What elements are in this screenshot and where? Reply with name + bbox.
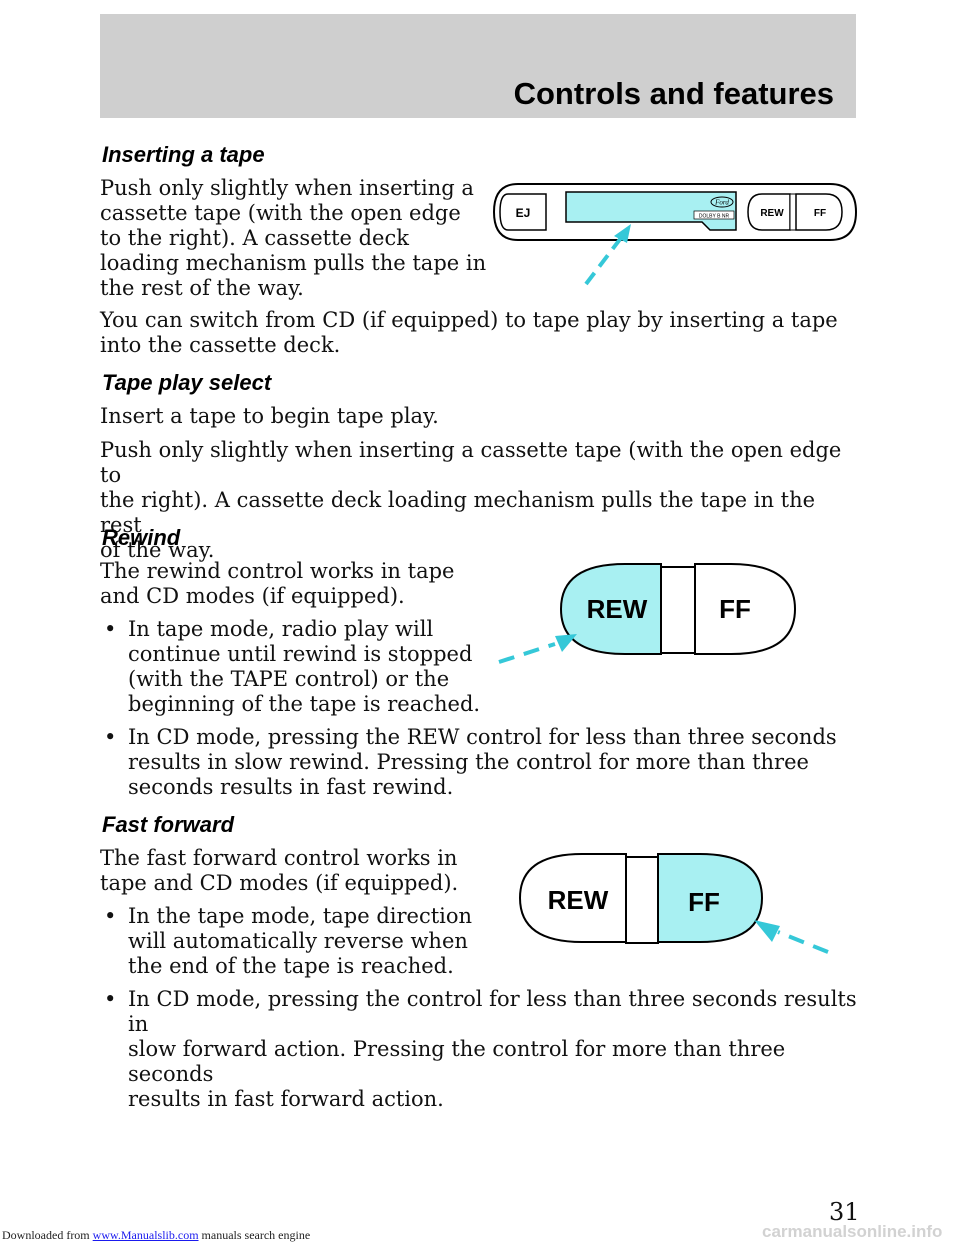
footer-prefix: Downloaded from — [2, 1228, 93, 1242]
text-line: the right). A cassette deck loading mech… — [100, 488, 816, 537]
rew-label: REW — [587, 594, 648, 624]
fast-forward-paragraph-1: The fast forward control works in tape a… — [100, 846, 480, 896]
text-line: loading mechanism pulls the tape in — [100, 251, 487, 275]
pointer-arrowhead — [754, 920, 780, 942]
text-line: results in fast forward action. — [128, 1087, 444, 1111]
text-line: the rest of the way. — [100, 276, 304, 300]
cassette-deck-figure: EJ Ford DOLBY B NR REW FF — [492, 183, 858, 286]
dolby-text: DOLBY B NR — [699, 214, 730, 220]
text-line: The fast forward control works in — [100, 846, 458, 870]
button-divider — [789, 193, 797, 231]
bullet-glyph: • — [104, 617, 117, 641]
download-footer: Downloaded from www.Manualslib.com manua… — [2, 1228, 310, 1243]
footer-suffix: manuals search engine — [198, 1228, 311, 1242]
text-line: In tape mode, radio play will — [128, 617, 434, 641]
text-line: of the way. — [100, 538, 215, 562]
text-line: continue until rewind is stopped — [128, 642, 473, 666]
pointer-arrowhead — [614, 224, 631, 243]
text-line: You can switch from CD (if equipped) to … — [100, 308, 838, 332]
heading-inserting-a-tape: Inserting a tape — [102, 142, 265, 167]
bullet-glyph: • — [104, 987, 117, 1011]
text-line: and CD modes (if equipped). — [100, 584, 405, 608]
ford-logo-text: Ford — [714, 199, 729, 207]
text-line: Push only slightly when inserting a — [100, 176, 474, 200]
heading-tape-play-select: Tape play select — [102, 370, 272, 395]
bullet-text: In tape mode, radio play will continue u… — [128, 617, 480, 717]
heading-rewind: Rewind — [102, 525, 181, 550]
ff-label: FF — [719, 594, 751, 624]
bullet-glyph: • — [104, 904, 117, 928]
rewind-control-figure: REW FF — [498, 563, 797, 664]
text-line: Push only slightly when inserting a cass… — [100, 438, 842, 487]
bullet-text: In the tape mode, tape direction will au… — [128, 904, 472, 979]
ff-button — [795, 193, 843, 231]
text-line: (with the TAPE control) or the — [128, 667, 450, 691]
rew-button — [747, 193, 791, 231]
text-line: slow forward action. Pressing the contro… — [128, 1037, 786, 1086]
text-line: In the tape mode, tape direction — [128, 904, 473, 928]
pointer-arrow-line — [584, 232, 626, 286]
pointer-arrowhead — [555, 634, 577, 652]
text-line: In CD mode, pressing the control for les… — [128, 987, 857, 1036]
pointer-arrow-line — [498, 642, 556, 664]
text-line: will automatically reverse when — [128, 929, 468, 953]
text-line: into the cassette deck. — [100, 333, 341, 357]
heading-fast-forward: Fast forward — [102, 812, 235, 837]
pointer-arrow-line — [777, 930, 829, 954]
button-divider — [625, 856, 659, 944]
button-divider — [660, 566, 696, 654]
inserting-paragraph-2: You can switch from CD (if equipped) to … — [100, 308, 860, 358]
text-line: to the right). A cassette deck — [100, 226, 409, 250]
fast-forward-control-figure: REW FF — [518, 853, 829, 954]
page-number: 31 — [829, 1198, 860, 1226]
ff-button — [657, 853, 764, 943]
tape-slot — [565, 191, 737, 231]
page-title: Controls and features — [513, 76, 834, 111]
rew-button — [559, 563, 662, 655]
inserting-paragraph-1: Push only slightly when inserting a cass… — [100, 176, 490, 301]
header-band: Controls and features — [100, 14, 856, 118]
dolby-badge — [693, 210, 735, 220]
bullet-text: In CD mode, pressing the control for les… — [128, 987, 864, 1112]
text-line: In CD mode, pressing the REW control for… — [128, 725, 837, 749]
ej-button — [499, 193, 547, 231]
tape-play-paragraph-2: Push only slightly when inserting a cass… — [100, 438, 860, 563]
manualslib-link[interactable]: www.Manualslib.com — [92, 1228, 199, 1242]
bullet-text: In CD mode, pressing the REW control for… — [128, 725, 837, 800]
rewind-paragraph-1: The rewind control works in tape and CD … — [100, 559, 480, 609]
ej-label: EJ — [516, 206, 531, 220]
bullet-glyph: • — [104, 725, 117, 749]
text-line: cassette tape (with the open edge — [100, 201, 461, 225]
tape-play-paragraph-1: Insert a tape to begin tape play. — [100, 404, 439, 428]
ford-logo — [710, 196, 734, 208]
text-line: seconds results in fast rewind. — [128, 775, 454, 799]
ff-button — [694, 563, 797, 655]
text-line: results in slow rewind. Pressing the con… — [128, 750, 809, 774]
text-line: beginning of the tape is reached. — [128, 692, 481, 716]
text-line: The rewind control works in tape — [100, 559, 455, 583]
text-line: tape and CD modes (if equipped). — [100, 871, 459, 895]
watermark: carmanualsonline.info — [762, 1222, 943, 1241]
rew-label: REW — [548, 885, 609, 915]
text-line: the end of the tape is reached. — [128, 954, 454, 978]
ff-label: FF — [814, 208, 826, 219]
ff-label: FF — [688, 887, 720, 917]
rew-label: REW — [760, 208, 784, 219]
rew-button — [518, 853, 627, 943]
